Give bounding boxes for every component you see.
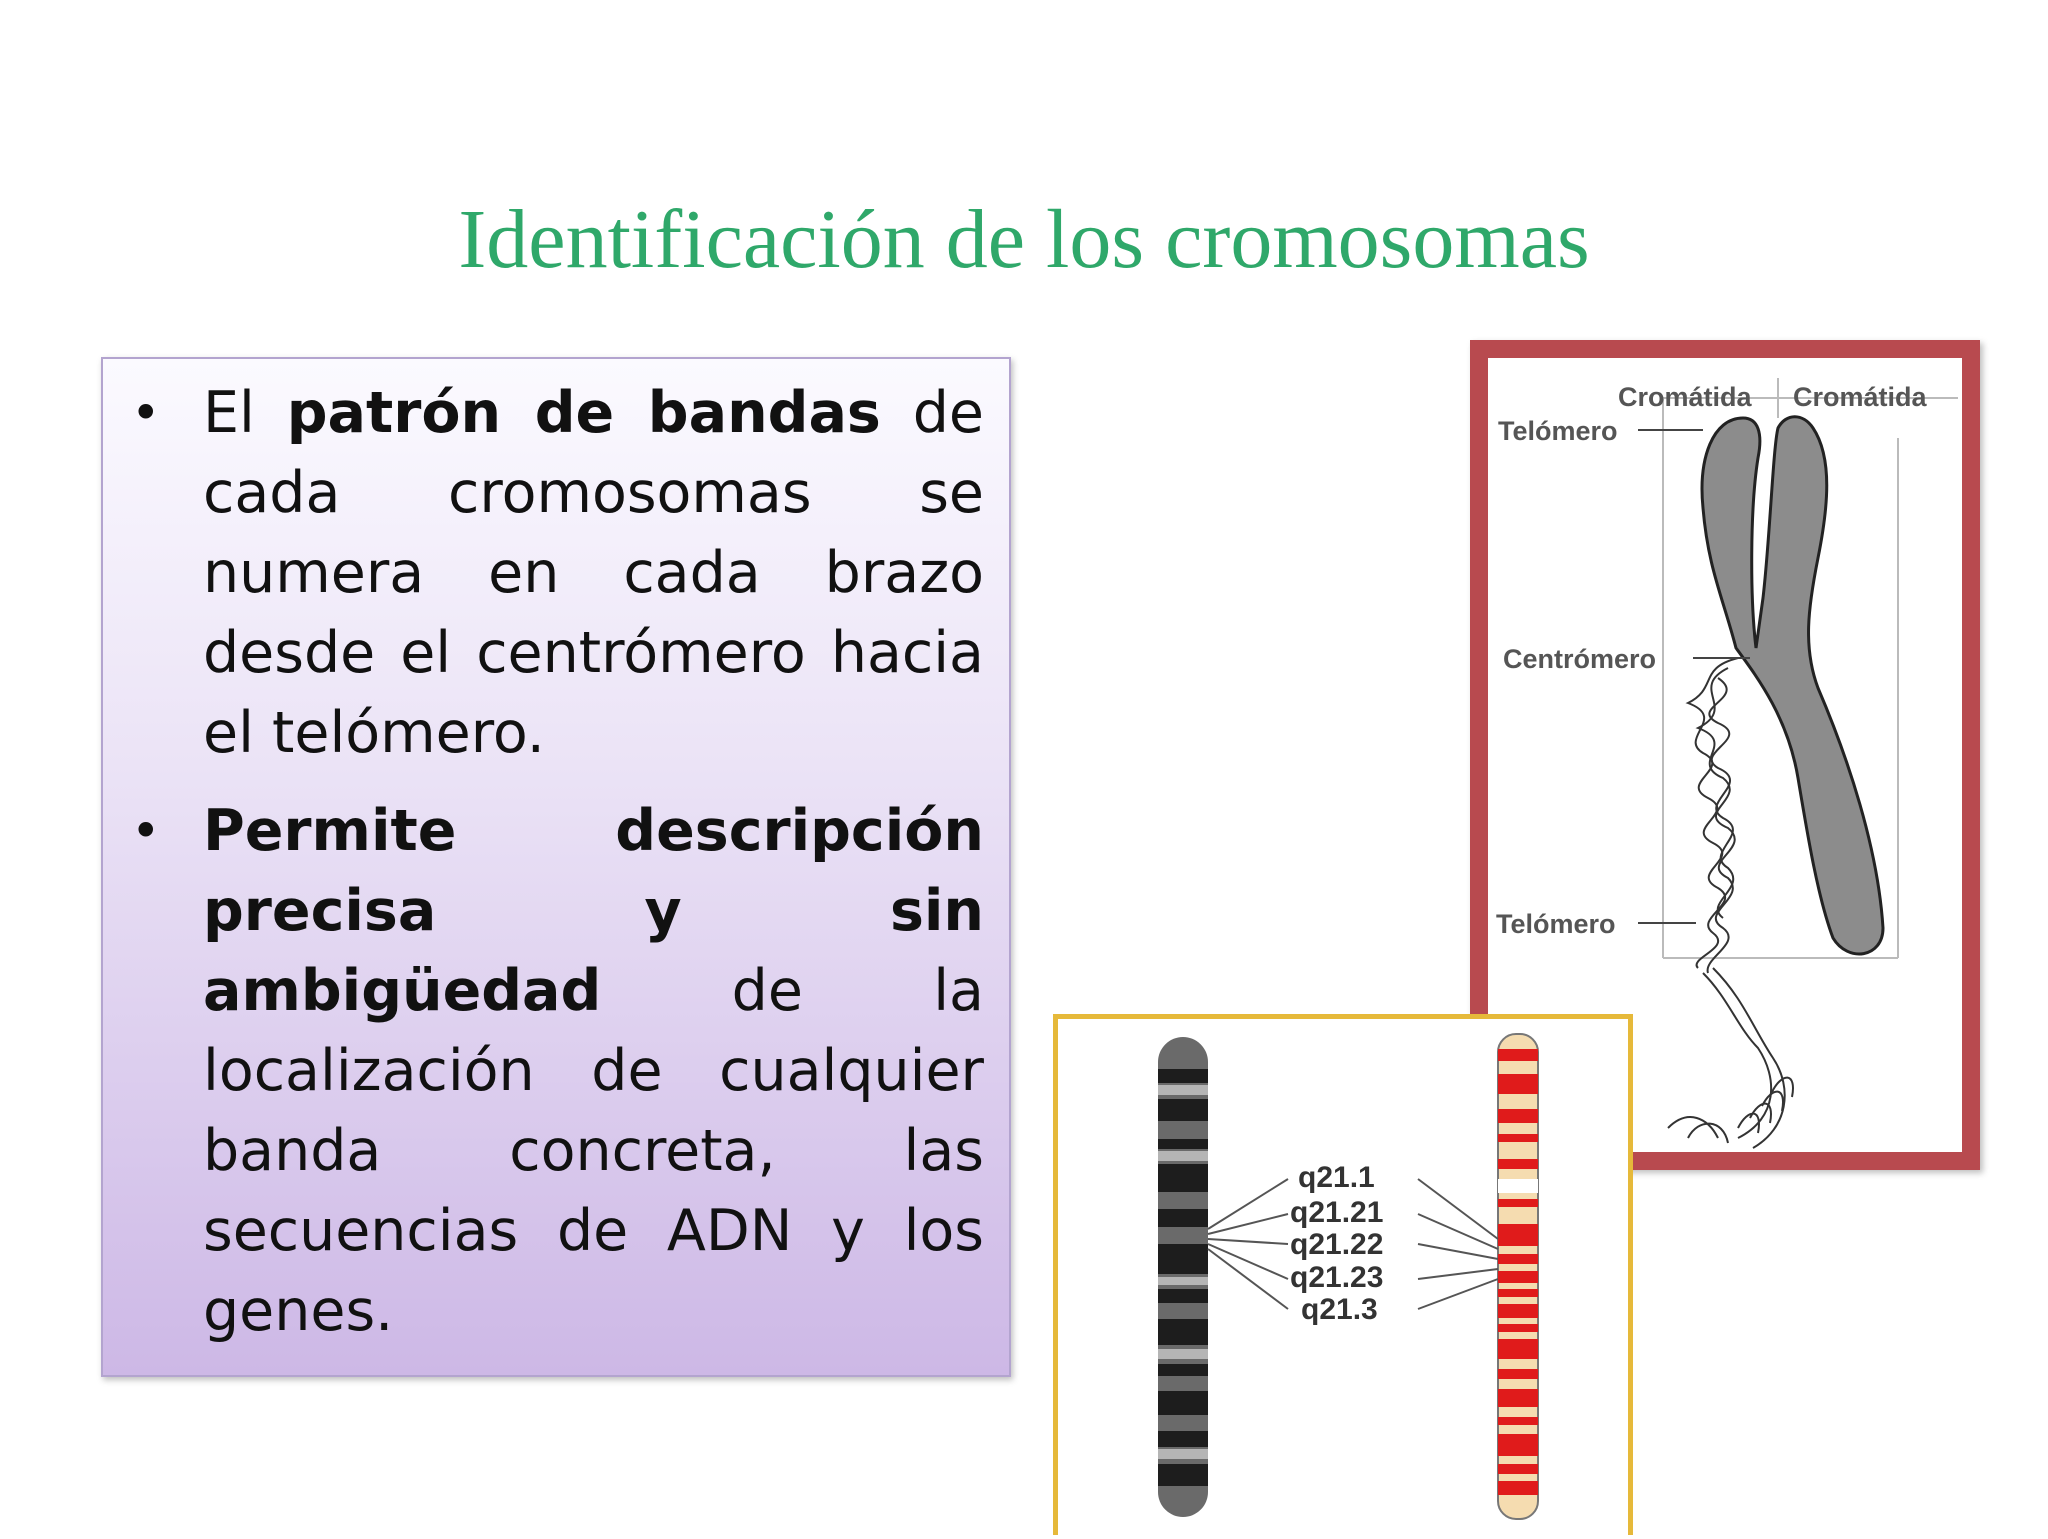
band-label: q21.22 [1290, 1228, 1383, 1261]
bullet-item: • El patrón de bandas de cada cromosomas … [131, 373, 984, 773]
band-label: q21.23 [1290, 1261, 1383, 1294]
bullet-dot: • [131, 384, 161, 442]
bullet-item: • Permite descripción precisa y sin ambig… [131, 791, 984, 1351]
coiled-chromatid [1667, 657, 1794, 1149]
centromere-label: Centrómero [1503, 644, 1656, 674]
bullet-dot: • [131, 802, 161, 860]
chromatid-right-label: Cromátida [1793, 382, 1928, 412]
bullet-text: de cada cromosomas se numera en cada bra… [203, 380, 984, 766]
text-box: • El patrón de bandas de cada cromosomas … [101, 357, 1011, 1377]
chromosome-structure-svg: Cromátida Cromátida Telómero Centrómero … [1496, 378, 1958, 1149]
banding-svg: q21.1 q21.21 q21.22 q21.23 q21.3 [1158, 1033, 1539, 1520]
band-label: q21.1 [1298, 1161, 1375, 1194]
chromosome-ideogram [1497, 1033, 1539, 1520]
bullet-text: El [203, 380, 287, 446]
bullet-text: de la localización de cualquier banda co… [203, 958, 984, 1344]
banding-figure: q21.1 q21.21 q21.22 q21.23 q21.3 [1053, 1014, 1633, 1535]
chromatid-left-label: Cromátida [1618, 382, 1753, 412]
telomere-bottom-label: Telómero [1496, 909, 1616, 939]
chromatid-shape [1700, 415, 1885, 956]
bullet-bold-text: patrón de bandas [286, 380, 881, 446]
bullet-list: • El patrón de bandas de cada cromosomas … [131, 373, 984, 1351]
telomere-top-label: Telómero [1498, 416, 1618, 446]
slide-title: Identificación de los cromosomas [458, 193, 1590, 287]
band-leader-lines [1207, 1178, 1499, 1310]
band-label: q21.21 [1290, 1196, 1383, 1229]
band-label: q21.3 [1301, 1293, 1378, 1326]
bullet-bold-text: Permite descripción precisa y sin ambigü… [203, 798, 984, 1024]
chromosome-micrograph [1158, 1037, 1208, 1517]
